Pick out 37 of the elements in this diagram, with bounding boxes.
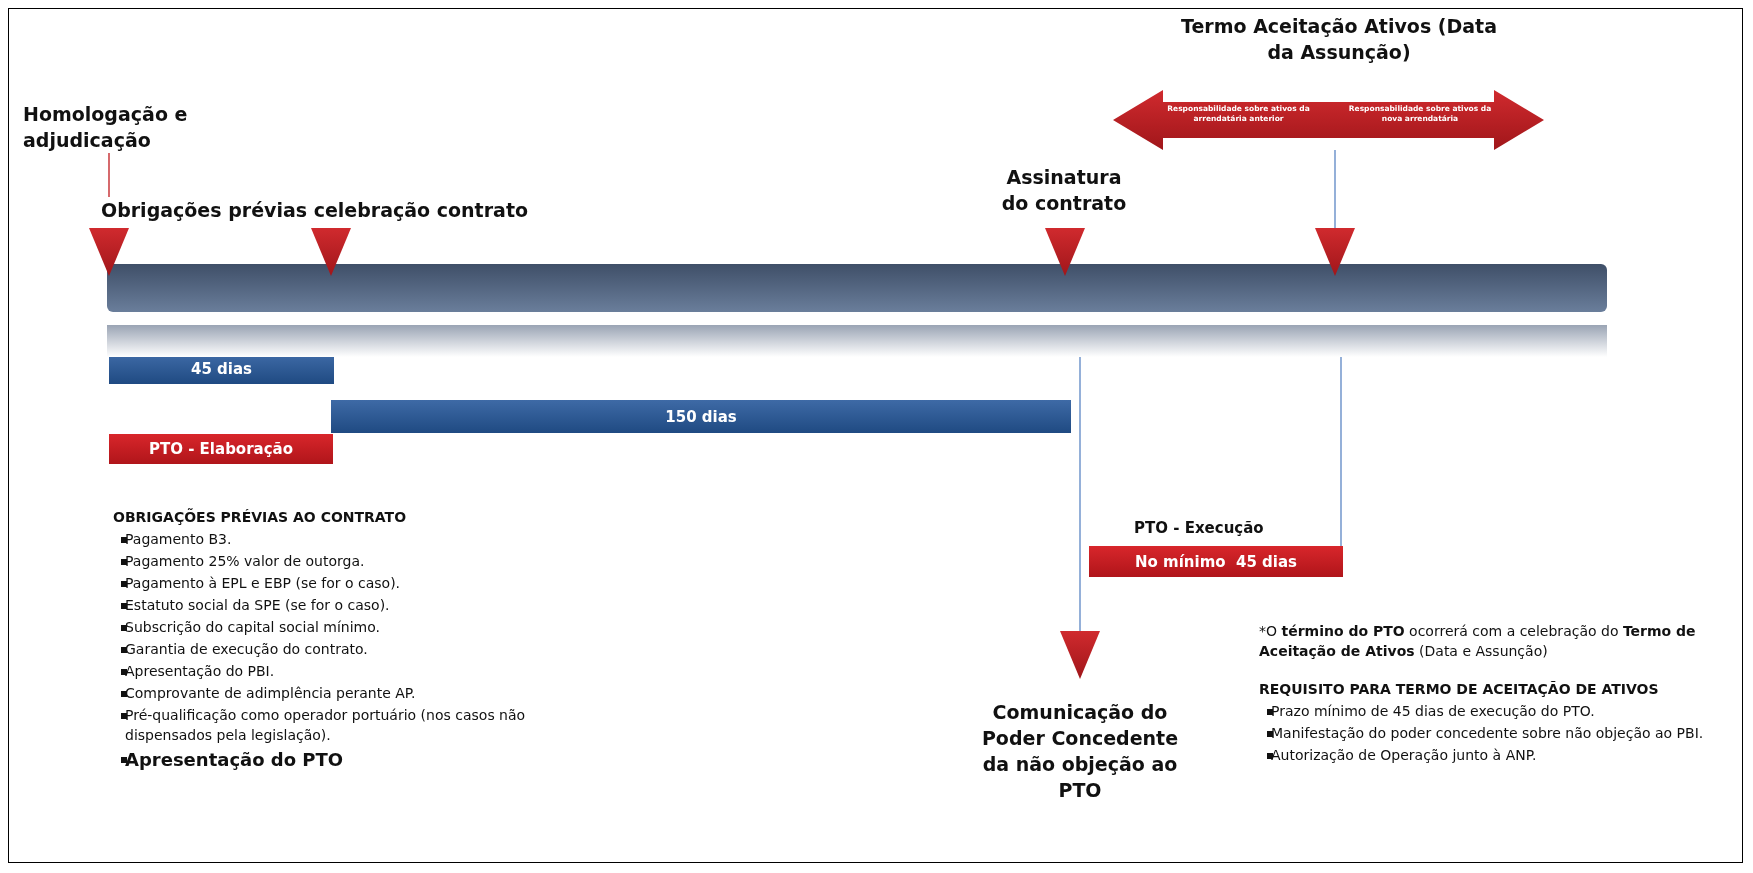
connector-line xyxy=(108,152,110,198)
list-heading: OBRIGAÇÕES PRÉVIAS AO CONTRATO xyxy=(113,507,408,527)
milestone-label: Termo Aceitação Ativos (Data da Assunção) xyxy=(1179,13,1499,65)
milestone-label: Obrigações prévias celebração contrato xyxy=(101,197,541,223)
phase-label: PTO - Execução xyxy=(1134,518,1264,538)
list-item: Pré-qualificação como operador portuário (nos casos não dispensados pela legislação). xyxy=(125,706,527,745)
list-item: Pagamento 25% valor de outorga. xyxy=(125,552,366,571)
milestone-label: Comunicação do Poder Concedente da não objeção ao PTO xyxy=(969,699,1191,803)
list-item: Autorização de Operação junto à ANP. xyxy=(1271,746,1538,765)
list-item: Apresentação do PTO xyxy=(125,748,345,772)
connector-line xyxy=(1079,356,1081,632)
milestone-marker xyxy=(1045,228,1085,276)
milestone-marker xyxy=(1315,228,1355,276)
list-item: Garantia de execução do contrato. xyxy=(125,640,369,659)
footnote-text: *O término do PTO ocorrerá com a celebração do Termo de Aceitação de Ativos (Data e Assunção) xyxy=(1259,622,1697,661)
milestone-marker xyxy=(311,228,351,276)
duration-bar: PTO - Elaboração xyxy=(109,434,333,464)
list-item: Pagamento B3. xyxy=(125,530,233,549)
milestone-marker xyxy=(89,228,129,276)
list-item: Prazo mínimo de 45 dias de execução do PTO. xyxy=(1271,702,1596,721)
milestone-label: Assinatura do contrato xyxy=(999,164,1129,216)
duration-bar: No mínimo 45 dias xyxy=(1089,546,1343,577)
list-item: Pagamento à EPL e EBP (se for o caso). xyxy=(125,574,402,593)
milestone-marker xyxy=(1060,631,1100,679)
list-item: Subscrição do capital social mínimo. xyxy=(125,618,381,637)
timeline-bar xyxy=(107,264,1607,357)
responsibility-arrow xyxy=(1113,90,1334,150)
duration-bar: 150 dias xyxy=(331,400,1071,433)
connector-line xyxy=(1334,149,1336,229)
milestone-label: Homologação e adjudicação xyxy=(23,101,193,153)
responsibility-arrow xyxy=(1334,90,1544,150)
list-heading: REQUISITO PARA TERMO DE ACEITAÇÃO DE ATIVOS xyxy=(1259,680,1660,699)
connector-line xyxy=(1340,356,1342,547)
list-item: Comprovante de adimplência perante AP. xyxy=(125,684,417,703)
list-item: Manifestação do poder concedente sobre não objeção ao PBI. xyxy=(1271,724,1705,743)
list-item: Apresentação do PBI. xyxy=(125,662,276,681)
list-item: Estatuto social da SPE (se for o caso). xyxy=(125,596,391,615)
